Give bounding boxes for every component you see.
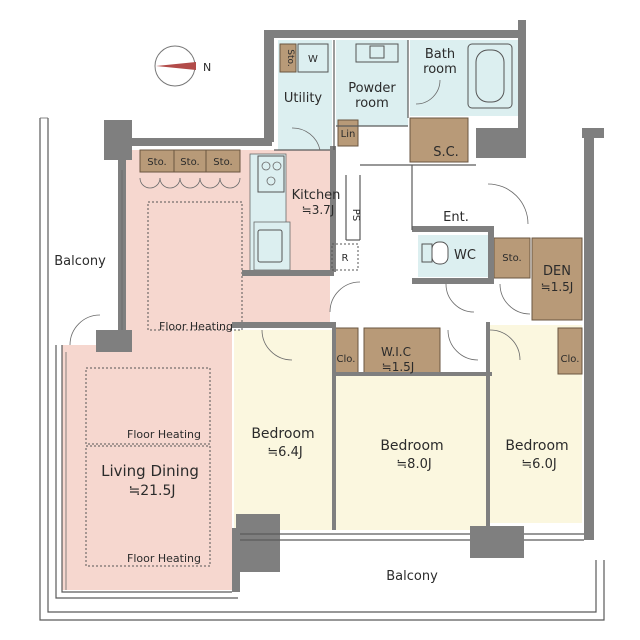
powder-room-label-line2: room bbox=[355, 96, 389, 111]
fridge-label: R bbox=[342, 253, 349, 264]
bathroom-label-line2: room bbox=[423, 62, 457, 77]
wic-label: W.I.C bbox=[381, 345, 411, 359]
kitchen-label: Kitchen bbox=[292, 188, 341, 203]
living-dining-floor bbox=[62, 150, 330, 590]
outline-lines bbox=[39, 40, 605, 621]
fridge-area bbox=[331, 243, 359, 271]
floor-heating-zone-living-bottom bbox=[85, 445, 211, 567]
den-storage-box bbox=[493, 237, 531, 279]
room-labels: Bath room Powder room Utility Kitchen ≒3… bbox=[54, 47, 573, 584]
powder-room-label-line1: Powder bbox=[348, 81, 396, 96]
wic-box bbox=[363, 327, 441, 375]
kitchen-size: ≒3.7J bbox=[302, 203, 335, 217]
washbasin bbox=[355, 43, 399, 63]
compass-icon: N bbox=[154, 45, 211, 87]
shoe-cabinet-box bbox=[409, 117, 469, 163]
washbasin-bowl bbox=[369, 45, 385, 59]
pipe-space-label: PS bbox=[350, 209, 361, 221]
wic-size: ≒1.5J bbox=[382, 360, 415, 374]
shoe-cabinet-label: S.C. bbox=[433, 145, 459, 160]
floor-heating-zone-kitchen bbox=[147, 201, 243, 331]
bedroom-2-label: Bedroom bbox=[380, 438, 443, 454]
bedroom-3-label: Bedroom bbox=[505, 438, 568, 454]
bathroom-label-line1: Bath bbox=[425, 47, 455, 62]
bedroom-1-size: ≒6.4J bbox=[267, 445, 302, 460]
storage-labels: Sto. Sto. Sto. Sto. W Lin PS R Sto. Clo.… bbox=[147, 49, 579, 365]
balcony-bottom-label: Balcony bbox=[386, 569, 438, 584]
stove bbox=[257, 155, 285, 193]
wc-floor bbox=[418, 235, 492, 277]
den-size: ≒1.5J bbox=[541, 280, 574, 294]
bedroom-1-floor bbox=[234, 330, 332, 530]
bathtub-inner bbox=[475, 49, 505, 103]
washing-machine bbox=[297, 43, 329, 73]
utility-storage-label: Sto. bbox=[285, 49, 295, 66]
closet-label-1: Clo. bbox=[337, 354, 356, 365]
kitchen-sink bbox=[257, 229, 283, 263]
storage-label-2: Sto. bbox=[180, 157, 199, 168]
entrance-label: Ent. bbox=[443, 210, 469, 225]
storage-box-3 bbox=[205, 149, 241, 173]
utility-label: Utility bbox=[284, 91, 323, 106]
bathtub bbox=[467, 43, 513, 109]
floor-heating-labels: Floor Heating Floor Heating Floor Heatin… bbox=[127, 320, 233, 565]
den-label: DEN bbox=[543, 264, 571, 279]
washer-label: W bbox=[308, 54, 318, 65]
storage-boxes bbox=[139, 43, 583, 375]
kitchen-island bbox=[253, 221, 291, 271]
bedroom-1-label: Bedroom bbox=[251, 426, 314, 442]
floor-heating-zones bbox=[85, 201, 243, 567]
den-storage-label: Sto. bbox=[502, 253, 521, 264]
bedroom-2-size: ≒8.0J bbox=[396, 457, 431, 472]
den-box bbox=[531, 237, 583, 321]
utility-storage-box bbox=[279, 43, 297, 73]
compass-north-label: N bbox=[203, 61, 211, 74]
living-dining-label: Living Dining bbox=[101, 462, 199, 480]
room-fills bbox=[62, 40, 582, 590]
bedroom-2-floor bbox=[336, 375, 486, 530]
floor-heating-zone-living-top bbox=[85, 367, 211, 445]
linen-label: Lin bbox=[341, 129, 356, 140]
storage-label-3: Sto. bbox=[213, 157, 232, 168]
storage-label-1: Sto. bbox=[147, 157, 166, 168]
fixtures bbox=[257, 43, 513, 271]
closet-box-3 bbox=[557, 327, 583, 375]
floor-heating-kitchen-label: Floor Heating bbox=[159, 320, 233, 333]
floor-heating-living-bottom-label: Floor Heating bbox=[127, 552, 201, 565]
closet-box-1 bbox=[333, 327, 359, 375]
floor-heating-living-top-label: Floor Heating bbox=[127, 428, 201, 441]
closet-label-3: Clo. bbox=[561, 354, 580, 365]
wc-label: WC bbox=[454, 248, 476, 263]
doors bbox=[69, 79, 531, 361]
balcony-left-label: Balcony bbox=[54, 254, 106, 269]
living-dining-size: ≒21.5J bbox=[128, 483, 175, 499]
bedroom-3-size: ≒6.0J bbox=[521, 457, 556, 472]
toilet bbox=[431, 241, 449, 265]
